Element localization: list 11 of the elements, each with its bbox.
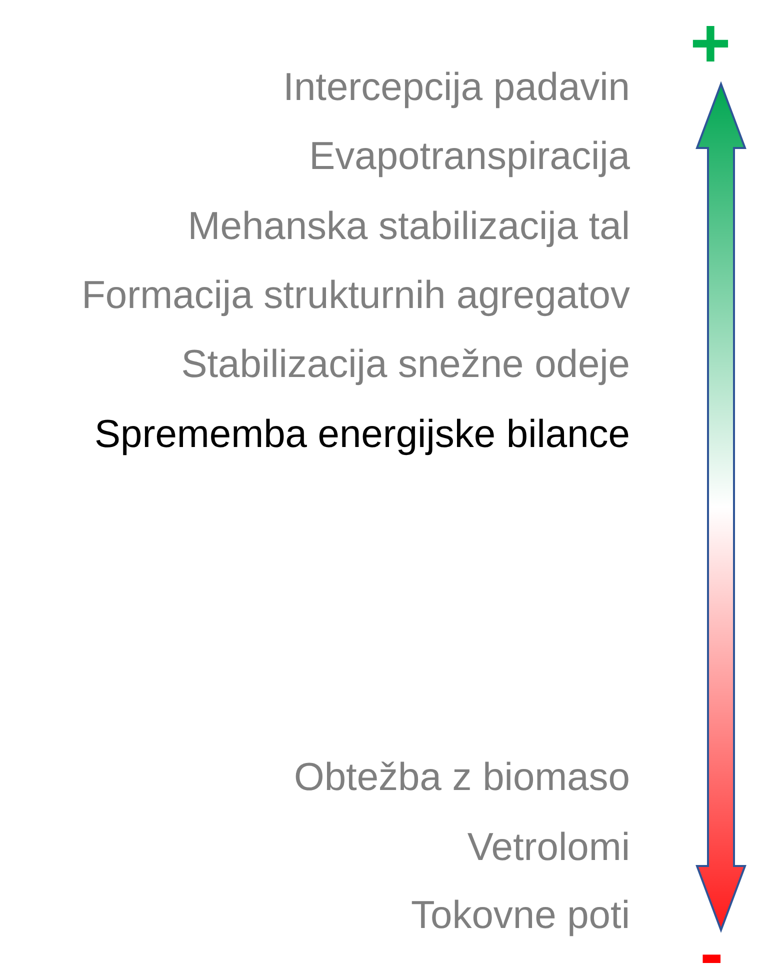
effect-label: Intercepcija padavin <box>283 65 630 111</box>
minus-sign: - <box>700 918 724 971</box>
plus-sign: + <box>690 8 731 78</box>
effect-label: Formacija strukturnih agregatov <box>82 273 630 319</box>
effect-label: Vetrolomi <box>467 825 630 871</box>
effect-label: Stabilizacija snežne odeje <box>181 342 630 388</box>
effect-label: Evapotranspiracija <box>309 134 630 180</box>
effect-label: Mehanska stabilizacija tal <box>188 204 630 250</box>
effect-label: Sprememba energijske bilance <box>94 412 630 458</box>
effect-label: Tokovne poti <box>411 893 630 939</box>
effect-label: Obtežba z biomaso <box>294 755 630 801</box>
